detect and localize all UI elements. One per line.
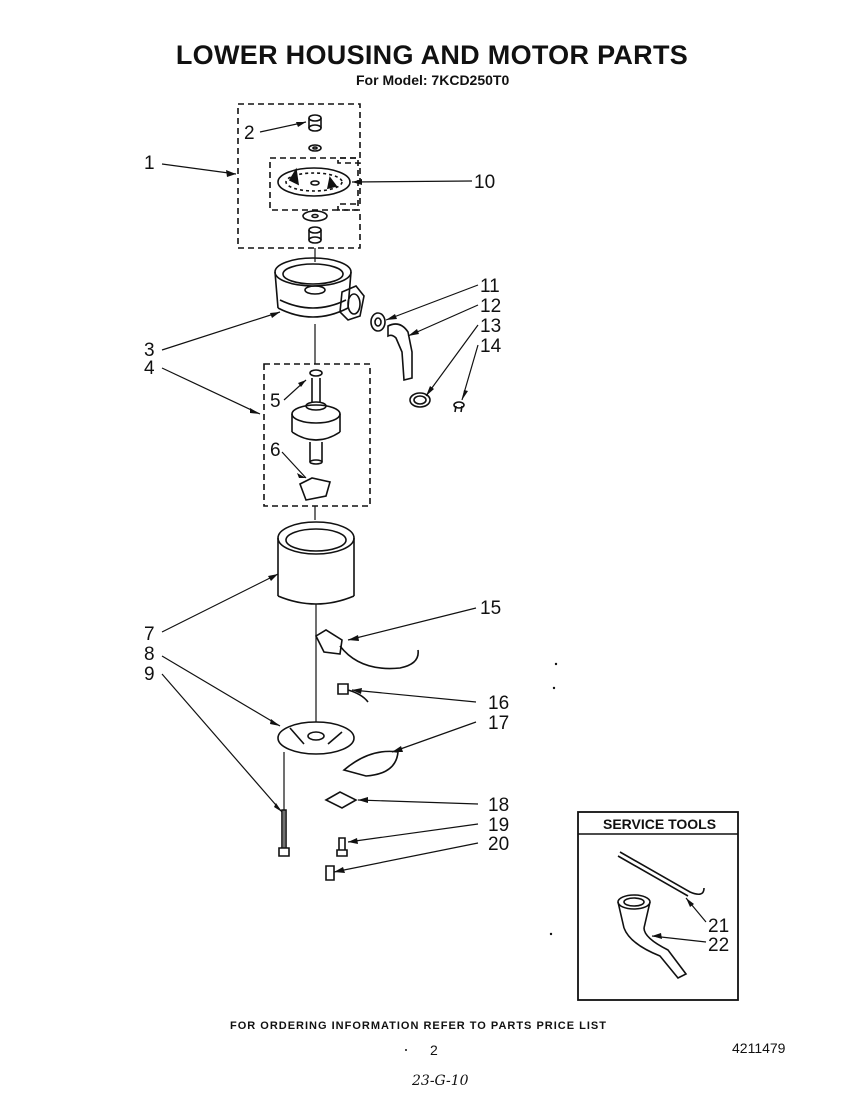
hub-washer bbox=[302, 210, 328, 244]
part-10-box bbox=[269, 157, 359, 211]
document-number: 4211479 bbox=[732, 1040, 786, 1056]
page-title: LOWER HOUSING AND MOTOR PARTS bbox=[175, 40, 689, 70]
part-6-bracket bbox=[298, 477, 332, 501]
part-14-screw bbox=[453, 401, 465, 413]
part-7-stator bbox=[277, 521, 355, 605]
callout-3: 3 bbox=[144, 340, 155, 361]
callout-15: 15 bbox=[480, 598, 501, 619]
assembly-4-outline bbox=[263, 363, 371, 507]
callout-12: 12 bbox=[480, 296, 501, 317]
part-10-plate bbox=[277, 167, 351, 197]
part-19-screw bbox=[336, 837, 348, 857]
part-13-clamp bbox=[409, 392, 431, 408]
rotor-shaft bbox=[291, 378, 341, 465]
callout-8: 8 bbox=[144, 644, 155, 665]
callout-9: 9 bbox=[144, 664, 155, 685]
part-20-screw bbox=[325, 865, 335, 881]
callout-1: 1 bbox=[144, 153, 155, 174]
leader-lines bbox=[161, 121, 707, 943]
callout-5: 5 bbox=[270, 391, 281, 412]
part-8-end-bell bbox=[277, 721, 355, 755]
callout-13: 13 bbox=[480, 316, 501, 337]
assembly-1-outline bbox=[237, 103, 361, 249]
part-16-connector bbox=[337, 683, 369, 703]
service-tools-box bbox=[577, 811, 739, 1001]
tool-21-wrench bbox=[617, 851, 705, 897]
model-subtitle: For Model: 7KCD250T0 bbox=[356, 72, 510, 88]
ordering-note: FOR ORDERING INFORMATION REFER TO PARTS … bbox=[230, 1020, 607, 1032]
part-9-bolt bbox=[278, 809, 290, 857]
page-number: 2 bbox=[430, 1042, 438, 1058]
part-12-hose bbox=[387, 323, 413, 382]
callout-17: 17 bbox=[488, 713, 509, 734]
part-15-switch bbox=[314, 629, 419, 670]
scan-specks bbox=[405, 662, 558, 1051]
callout-14: 14 bbox=[480, 336, 502, 357]
callout-6: 6 bbox=[270, 440, 281, 461]
callout-16: 16 bbox=[488, 693, 509, 714]
part-11-gasket bbox=[370, 312, 386, 332]
callout-11: 11 bbox=[480, 276, 500, 297]
service-tools-title: SERVICE TOOLS bbox=[603, 816, 716, 832]
callout-7: 7 bbox=[144, 624, 155, 645]
part-17-shield bbox=[342, 750, 399, 777]
part-2-nut bbox=[308, 114, 322, 152]
part-18-plate bbox=[324, 791, 358, 809]
callout-21: 21 bbox=[708, 916, 729, 937]
callout-10: 10 bbox=[474, 172, 495, 193]
callout-19: 19 bbox=[488, 815, 509, 836]
tool-22-tube bbox=[617, 894, 688, 980]
arrowheads bbox=[226, 122, 694, 939]
callout-20: 20 bbox=[488, 834, 509, 855]
callout-18: 18 bbox=[488, 795, 509, 816]
part-5-washer bbox=[309, 369, 323, 377]
handwritten-note: 23-G-10 bbox=[412, 1073, 469, 1089]
callout-2: 2 bbox=[244, 123, 255, 144]
part-3-lower-housing bbox=[274, 257, 365, 321]
callout-22: 22 bbox=[708, 935, 729, 956]
callout-4: 4 bbox=[144, 358, 155, 379]
